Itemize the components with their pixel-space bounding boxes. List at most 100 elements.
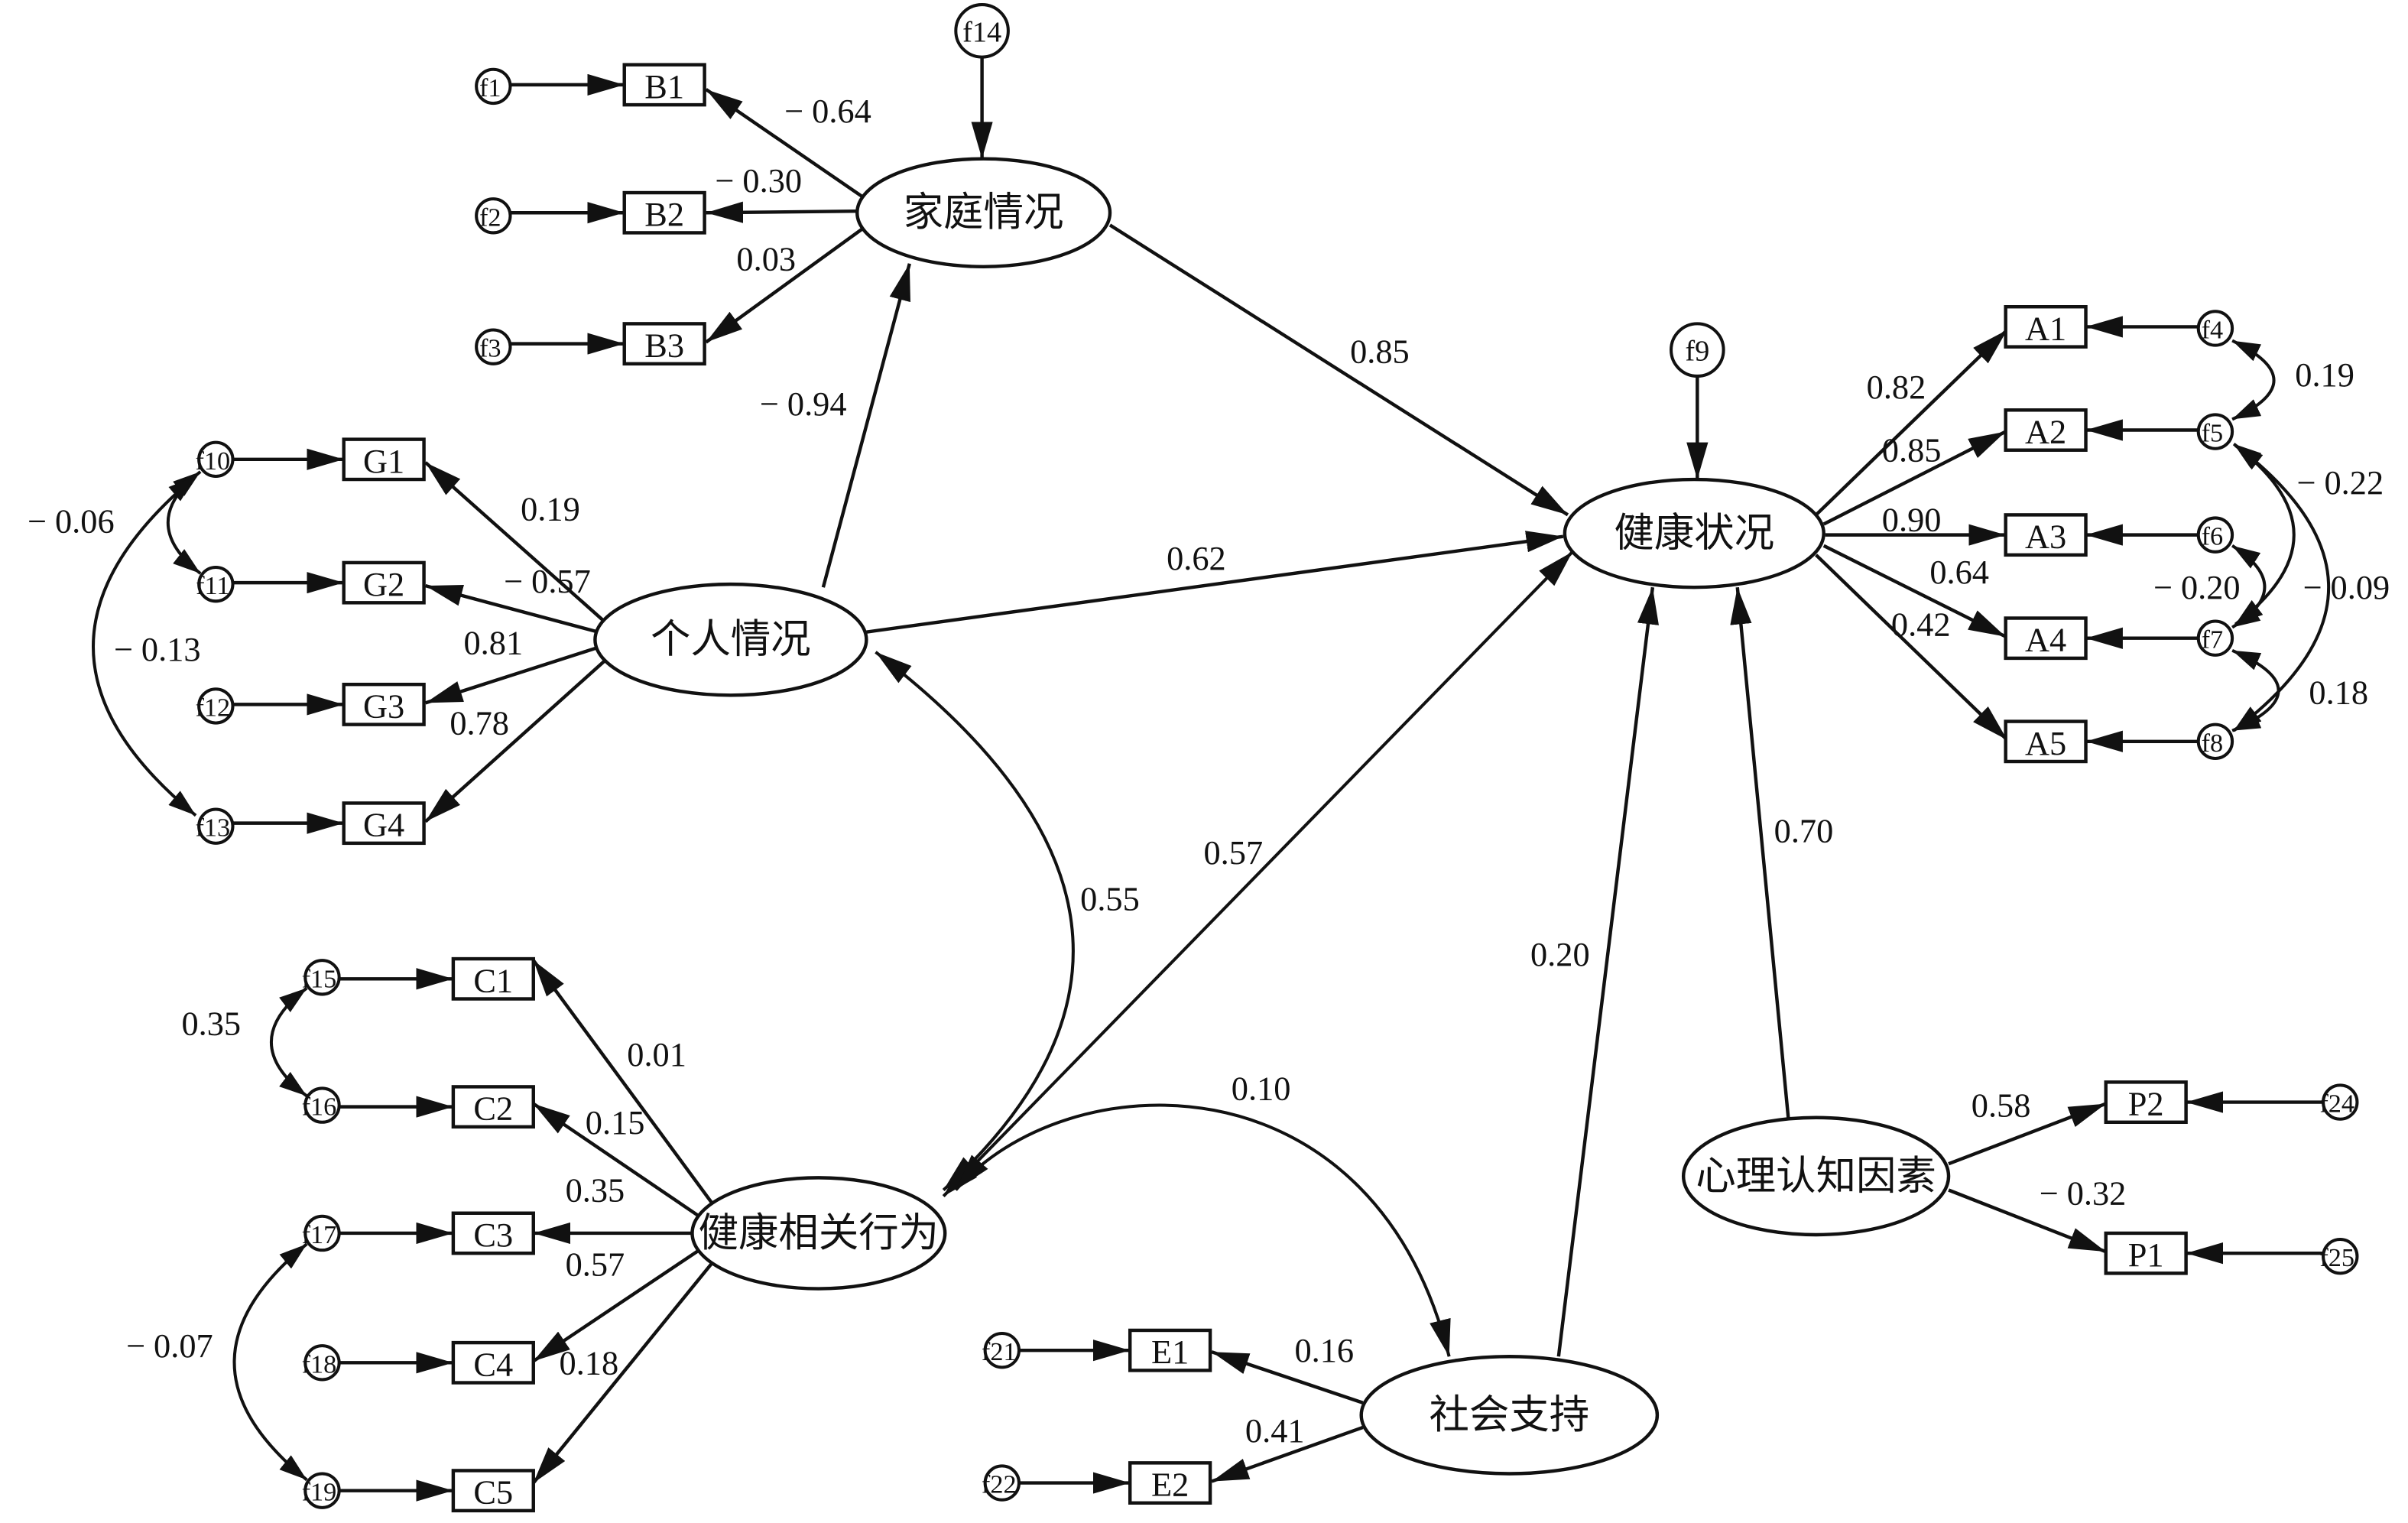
error-term-G4 — [197, 807, 235, 845]
error-label-B1: f1 — [479, 73, 501, 102]
path-coefficient-behavior-to-C4: 0.57 — [566, 1245, 625, 1283]
error-term-C5 — [303, 1472, 341, 1509]
path-arrow-psych-to-P2 — [1948, 1102, 2107, 1166]
error-term-A4 — [2196, 619, 2234, 657]
path-coefficient-family-to-B3: 0.03 — [736, 240, 796, 278]
error-term-G1 — [197, 440, 235, 479]
error-term-B1 — [475, 67, 512, 106]
latent-variable-health — [1563, 477, 1825, 589]
indicator-box-A5 — [2004, 719, 2088, 764]
path-arrow-personal-to-G4 — [424, 658, 608, 823]
indicator-box-C2 — [451, 1085, 535, 1129]
error-label-family: f14 — [962, 16, 1001, 48]
indicator-label-G2: G2 — [363, 565, 404, 603]
error-label-A3: f6 — [2202, 522, 2224, 551]
indicator-label-C3: C3 — [473, 1216, 513, 1254]
indicator-box-B1 — [622, 63, 706, 107]
indicator-box-E1 — [1128, 1328, 1212, 1372]
covariance-arcs — [92, 339, 2331, 1482]
covariance-value-f15-with-f16: 0.35 — [181, 1005, 241, 1043]
path-coefficient-personal-to-G2: − 0.57 — [504, 562, 591, 600]
indicator-box-G1 — [342, 437, 426, 482]
covariance-value-f5-with-f8: − 0.09 — [2303, 568, 2390, 606]
path-arrow-behavior-to-C1 — [531, 959, 716, 1206]
indicator-box-A4 — [2004, 616, 2088, 661]
path-arrow-behavior-to-C2 — [532, 1102, 703, 1219]
error-term-C4 — [303, 1344, 341, 1382]
indicator-label-A5: A5 — [2025, 724, 2066, 762]
error-label-B2: f2 — [479, 203, 501, 232]
path-coefficient-psych-to-P1: − 0.32 — [2040, 1174, 2127, 1213]
path-coefficient-personal-to-G4: 0.78 — [449, 704, 509, 742]
path-arrow-health-to-A5 — [1815, 554, 2009, 742]
indicator-box-A3 — [2004, 513, 2088, 557]
path-arrow-social-to-health — [1556, 586, 1659, 1357]
covariance-value-behavior-with-social: 0.10 — [1232, 1069, 1291, 1107]
error-label-C5: f19 — [302, 1478, 337, 1507]
error-label-C3: f17 — [302, 1220, 337, 1249]
indicator-label-A1: A1 — [2025, 309, 2066, 347]
path-arrow-social-to-E2 — [1211, 1425, 1364, 1483]
error-label-G2: f11 — [196, 571, 229, 600]
covariance-arc-f10-with-f13 — [92, 475, 197, 817]
path-coefficient-personal-to-family: − 0.94 — [760, 385, 847, 423]
path-arrow-family-to-B3 — [705, 226, 865, 344]
path-coefficient-behavior-to-C2: 0.15 — [586, 1103, 645, 1141]
error-label-C4: f18 — [302, 1349, 337, 1378]
indicator-box-G3 — [342, 682, 426, 726]
indicator-label-B2: B2 — [644, 195, 684, 233]
latent-label-social: 社会支持 — [1429, 1393, 1589, 1437]
path-arrow-family-to-health — [1108, 223, 1569, 517]
path-arrow-personal-to-family — [821, 263, 911, 588]
path-arrow-family-to-B1 — [705, 88, 865, 199]
indicator-label-C5: C5 — [473, 1473, 513, 1512]
latent-variable-personal — [593, 582, 868, 697]
error-term-P2 — [2322, 1083, 2359, 1121]
covariance-arc-f6-with-f7 — [2231, 544, 2267, 629]
error-term-A5 — [2196, 723, 2234, 760]
path-arrow-psych-to-P1 — [1948, 1188, 2107, 1254]
path-coefficient-social-to-E1: 0.16 — [1294, 1331, 1354, 1369]
path-coefficient-social-to-health: 0.20 — [1530, 935, 1590, 973]
covariance-value-f6-with-f7: − 0.20 — [2153, 568, 2241, 606]
indicator-label-G1: G1 — [363, 442, 404, 480]
path-coefficient-personal-to-health: 0.62 — [1167, 539, 1226, 577]
path-arrow-health-to-A1 — [1815, 328, 2009, 517]
indicator-label-P2: P2 — [2128, 1085, 2164, 1123]
indicator-label-A4: A4 — [2025, 621, 2066, 659]
indicator-box-G2 — [342, 560, 426, 605]
error-term-E1 — [983, 1331, 1021, 1369]
indicator-box-P1 — [2104, 1231, 2188, 1275]
path-arrows — [232, 57, 2324, 1502]
error-term-C2 — [303, 1086, 341, 1124]
error-label-B3: f3 — [479, 334, 501, 363]
indicator-label-B3: B3 — [644, 326, 684, 365]
error-term-family — [954, 3, 1010, 59]
indicator-label-G3: G3 — [363, 687, 404, 725]
error-label-C2: f16 — [302, 1093, 337, 1122]
error-label-E2: f22 — [982, 1470, 1017, 1499]
indicator-label-E2: E2 — [1151, 1466, 1189, 1504]
path-arrow-personal-to-G1 — [424, 461, 608, 625]
covariance-value-f7-with-f8: 0.18 — [2309, 673, 2368, 711]
covariance-arc-behavior-with-social — [954, 1103, 1451, 1357]
path-coefficient-health-to-A5: 0.42 — [1891, 606, 1951, 644]
latent-variable-behavior — [690, 1176, 947, 1291]
error-label-A2: f5 — [2202, 419, 2224, 448]
path-arrow-personal-to-G2 — [425, 584, 599, 634]
error-term-E2 — [983, 1464, 1021, 1502]
covariance-arc-f15-with-f16 — [270, 986, 308, 1098]
covariance-arc-personal-with-behavior — [875, 651, 1075, 1191]
indicator-label-C2: C2 — [473, 1089, 513, 1128]
covariance-value-personal-with-behavior: 0.55 — [1080, 879, 1140, 917]
path-coefficient-behavior-to-C1: 0.01 — [627, 1035, 686, 1073]
error-term-health — [1670, 322, 1725, 378]
error-label-A4: f7 — [2202, 625, 2224, 654]
path-coefficient-family-to-health: 0.85 — [1350, 333, 1410, 371]
indicator-box-C4 — [451, 1340, 535, 1385]
indicator-box-A1 — [2004, 305, 2088, 349]
path-coefficient-health-to-A1: 0.82 — [1867, 368, 1926, 406]
latent-label-personal: 个人情况 — [651, 618, 811, 662]
path-arrow-family-to-B2 — [706, 201, 858, 223]
